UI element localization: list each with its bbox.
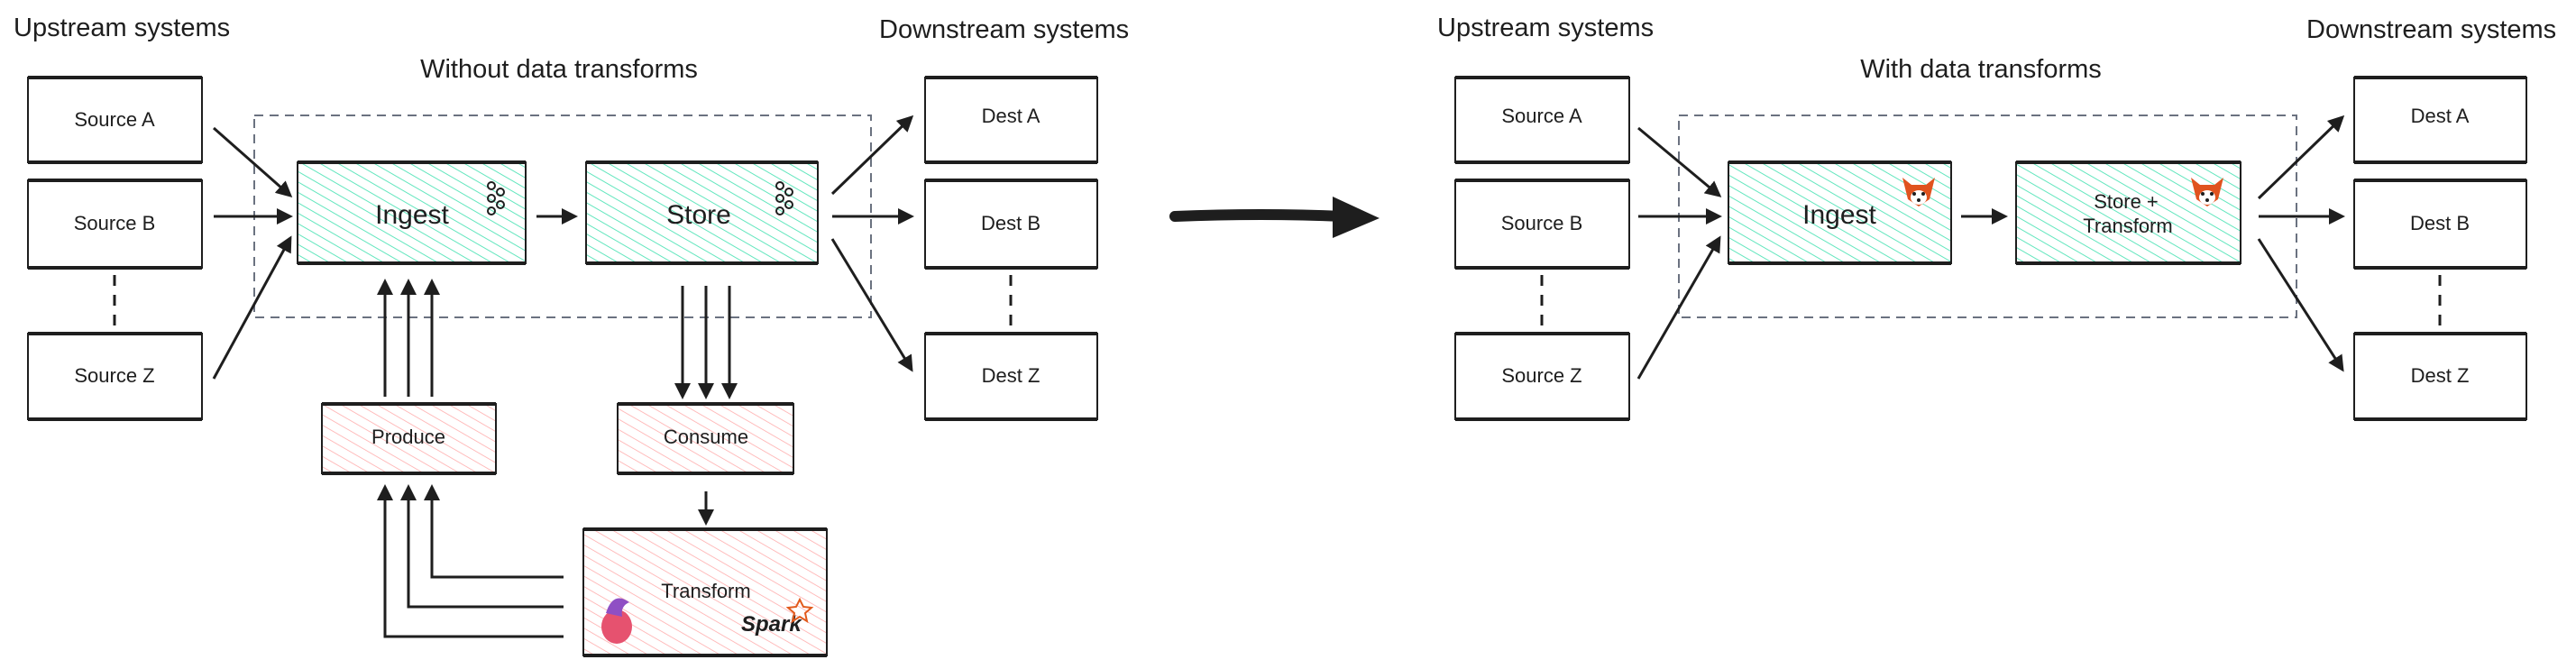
ingest-box: Ingest	[297, 160, 527, 265]
transform-box: Transform Spark	[582, 527, 828, 657]
dest-z-label: Dest Z	[2411, 364, 2470, 387]
downstream-label: Downstream systems	[2306, 15, 2556, 44]
produce-label: Produce	[371, 426, 445, 448]
right-diagram: Upstream systems Downstream systems With…	[1437, 14, 2556, 421]
dest-z-label: Dest Z	[982, 364, 1040, 387]
dest-a-label: Dest A	[982, 105, 1040, 127]
diagram-title: With data transforms	[1860, 55, 2102, 84]
diagram-title: Without data transforms	[420, 55, 698, 84]
ingest-box: Ingest	[1728, 160, 1952, 265]
source-b-box: Source B	[27, 179, 203, 270]
source-z-label: Source Z	[1501, 364, 1581, 387]
downstream-label: Downstream systems	[879, 15, 1129, 44]
store-label: Store	[666, 200, 731, 230]
store-transform-box: Store + Transform	[2015, 160, 2241, 265]
spark-icon: Spark	[741, 597, 814, 637]
produce-box: Produce	[321, 402, 497, 475]
source-a-label: Source A	[1501, 105, 1582, 127]
ingest-label: Ingest	[1802, 200, 1876, 230]
upstream-label: Upstream systems	[1437, 14, 1654, 42]
upstream-label: Upstream systems	[14, 14, 230, 42]
transform-label: Transform	[661, 580, 750, 602]
dest-b-label: Dest B	[981, 212, 1040, 234]
source-z-label: Source Z	[74, 364, 154, 387]
ingest-label: Ingest	[375, 200, 449, 230]
dest-a-label: Dest A	[2411, 105, 2470, 127]
source-z-box: Source Z	[27, 332, 203, 421]
dest-b-box: Dest B	[2353, 179, 2527, 270]
store-box: Store	[585, 160, 819, 265]
source-b-label: Source B	[1501, 212, 1583, 234]
source-a-box: Source A	[27, 76, 203, 164]
source-z-box: Source Z	[1454, 332, 1630, 421]
svg-text:Spark: Spark	[741, 612, 802, 637]
dest-z-box: Dest Z	[2353, 332, 2527, 421]
flink-icon	[601, 598, 632, 644]
dest-a-box: Dest A	[2353, 76, 2527, 164]
dest-z-box: Dest Z	[924, 332, 1098, 421]
source-a-box: Source A	[1454, 76, 1630, 164]
consume-label: Consume	[664, 426, 748, 448]
source-b-label: Source B	[74, 212, 156, 234]
transform-label: Transform	[2083, 215, 2172, 237]
source-a-label: Source A	[74, 108, 155, 131]
flow-arrows	[212, 115, 914, 638]
left-diagram: Upstream systems Downstream systems With…	[14, 14, 1129, 657]
dest-b-box: Dest B	[924, 179, 1098, 270]
consume-box: Consume	[617, 402, 794, 475]
dest-b-label: Dest B	[2410, 212, 2470, 234]
store-label: Store +	[2094, 190, 2159, 213]
flow-arrows	[1636, 115, 2345, 380]
source-b-box: Source B	[1454, 179, 1630, 270]
transition-arrow	[1169, 197, 1380, 238]
dest-a-box: Dest A	[924, 76, 1098, 164]
